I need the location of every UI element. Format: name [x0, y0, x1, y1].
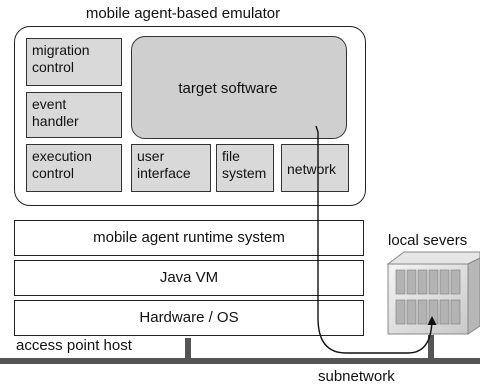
runtime-layer-label: mobile agent runtime system [93, 229, 285, 246]
server-rack-icon [386, 251, 480, 335]
execution-control-box: execution control [26, 144, 122, 192]
execution-control-label: execution control [32, 148, 92, 181]
access-point-host-label: access point host [16, 337, 132, 354]
host-connector [185, 338, 191, 358]
target-software-box [131, 36, 347, 139]
java-vm-layer-label: Java VM [159, 269, 219, 286]
hardware-os-layer: Hardware / OS [14, 300, 364, 336]
migration-control-box: migration control [26, 38, 122, 86]
migration-arrow [315, 125, 437, 354]
server-connector [428, 335, 434, 358]
network-label: network [287, 161, 337, 177]
emulator-title: mobile agent-based emulator [85, 5, 281, 22]
target-software-label: target software [178, 80, 278, 97]
file-system-box: file system [216, 144, 274, 192]
event-handler-box: event handler [26, 92, 122, 138]
user-interface-label: user interface [137, 148, 191, 181]
runtime-layer: mobile agent runtime system [14, 220, 364, 256]
subnetwork-label: subnetwork [318, 368, 395, 385]
user-interface-box: user interface [131, 144, 211, 192]
subnetwork-line [0, 358, 480, 364]
java-vm-layer: Java VM [14, 260, 364, 296]
network-box: network [281, 144, 349, 192]
file-system-label: file system [222, 148, 267, 181]
hardware-os-layer-label: Hardware / OS [139, 309, 239, 326]
local-servers-label: local severs [388, 232, 468, 249]
event-handler-label: event handler [32, 96, 79, 129]
migration-control-label: migration control [32, 42, 90, 75]
